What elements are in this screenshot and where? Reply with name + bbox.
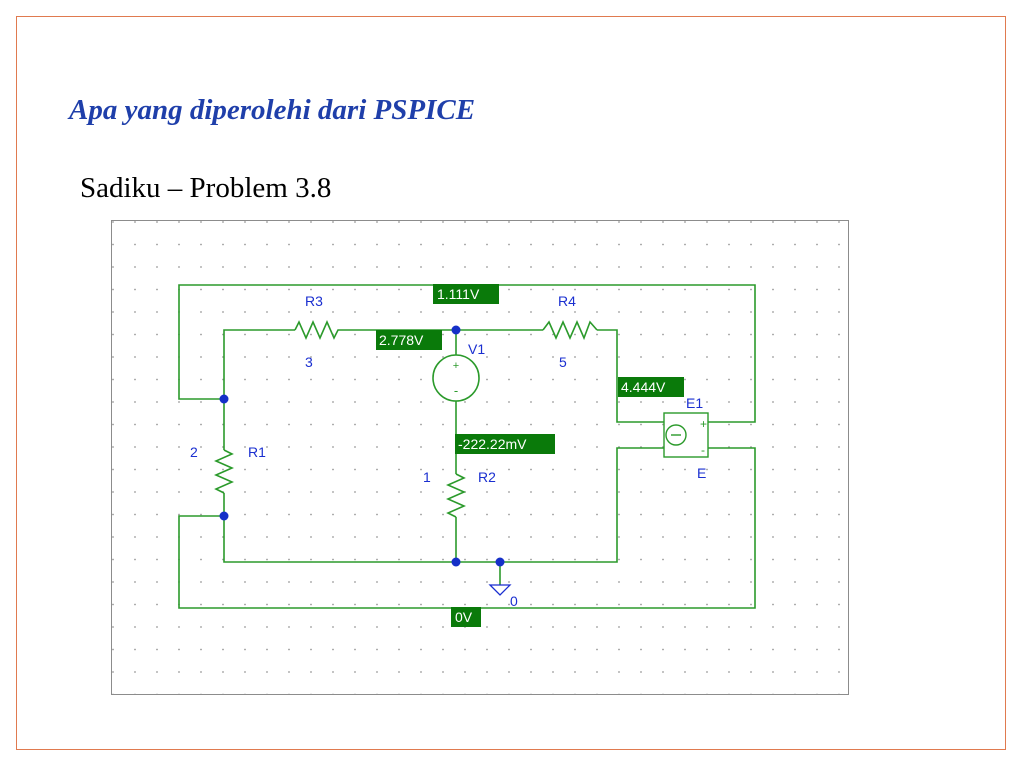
voltage-marker-left-mid-text: 2.778V — [379, 332, 424, 348]
e1-plus-sign: + — [700, 417, 707, 431]
junction-node — [219, 394, 229, 404]
voltage-source-v1-icon — [432, 354, 480, 402]
v1-name-label: V1 — [468, 341, 485, 357]
slide-frame — [16, 16, 1006, 750]
dependent-source-e1-icon — [663, 412, 728, 458]
voltage-marker-bottom-text: 0V — [455, 609, 473, 625]
r3-value-label: 3 — [305, 354, 313, 370]
schematic-border — [111, 220, 849, 695]
wire-r1-to-r3 — [223, 329, 295, 399]
r1-name-label: R1 — [248, 444, 266, 460]
voltage-marker-right-text: 4.444V — [621, 379, 666, 395]
v1-plus-sign: + — [453, 360, 459, 372]
e1-ref-label: E — [697, 465, 706, 481]
voltage-marker-v1-bottom-text: -222.22mV — [458, 436, 527, 452]
junction-node — [451, 557, 461, 567]
voltage-marker-top-text: 1.111V — [437, 286, 480, 302]
v1-minus-sign: - — [454, 383, 458, 398]
slide-title: Apa yang diperolehi dari PSPICE — [69, 94, 476, 126]
r3-name-label: R3 — [305, 293, 323, 309]
voltage-marker-left-mid[interactable]: 2.778V — [376, 330, 442, 350]
slide-subtitle: Sadiku – Problem 3.8 — [80, 172, 332, 204]
voltage-marker-top[interactable]: 1.111V — [433, 284, 499, 304]
junction-node — [451, 325, 461, 335]
r4-name-label: R4 — [558, 293, 576, 309]
resistor-r4 — [542, 320, 598, 341]
resistor-r3 — [294, 320, 342, 340]
e1-minus-sign: - — [701, 443, 705, 457]
r2-value-label: 1 — [423, 469, 431, 485]
e1-name-label: E1 — [686, 395, 703, 411]
r4-value-label: 5 — [559, 354, 567, 370]
junction-node — [219, 511, 229, 521]
ground-icon — [488, 584, 512, 596]
voltage-marker-v1-bottom[interactable]: -222.22mV — [455, 434, 555, 454]
voltage-marker-right[interactable]: 4.444V — [618, 377, 684, 397]
wire-r1-bottom — [223, 447, 664, 563]
r1-value-label: 2 — [190, 444, 198, 460]
resistor-r2 — [446, 473, 466, 518]
r2-name-label: R2 — [478, 469, 496, 485]
junction-node — [495, 557, 505, 567]
resistor-r1 — [214, 449, 234, 494]
ground-label: 0 — [510, 593, 518, 609]
wire-r4-to-e1 — [597, 329, 664, 423]
voltage-marker-bottom[interactable]: 0V — [451, 607, 481, 627]
